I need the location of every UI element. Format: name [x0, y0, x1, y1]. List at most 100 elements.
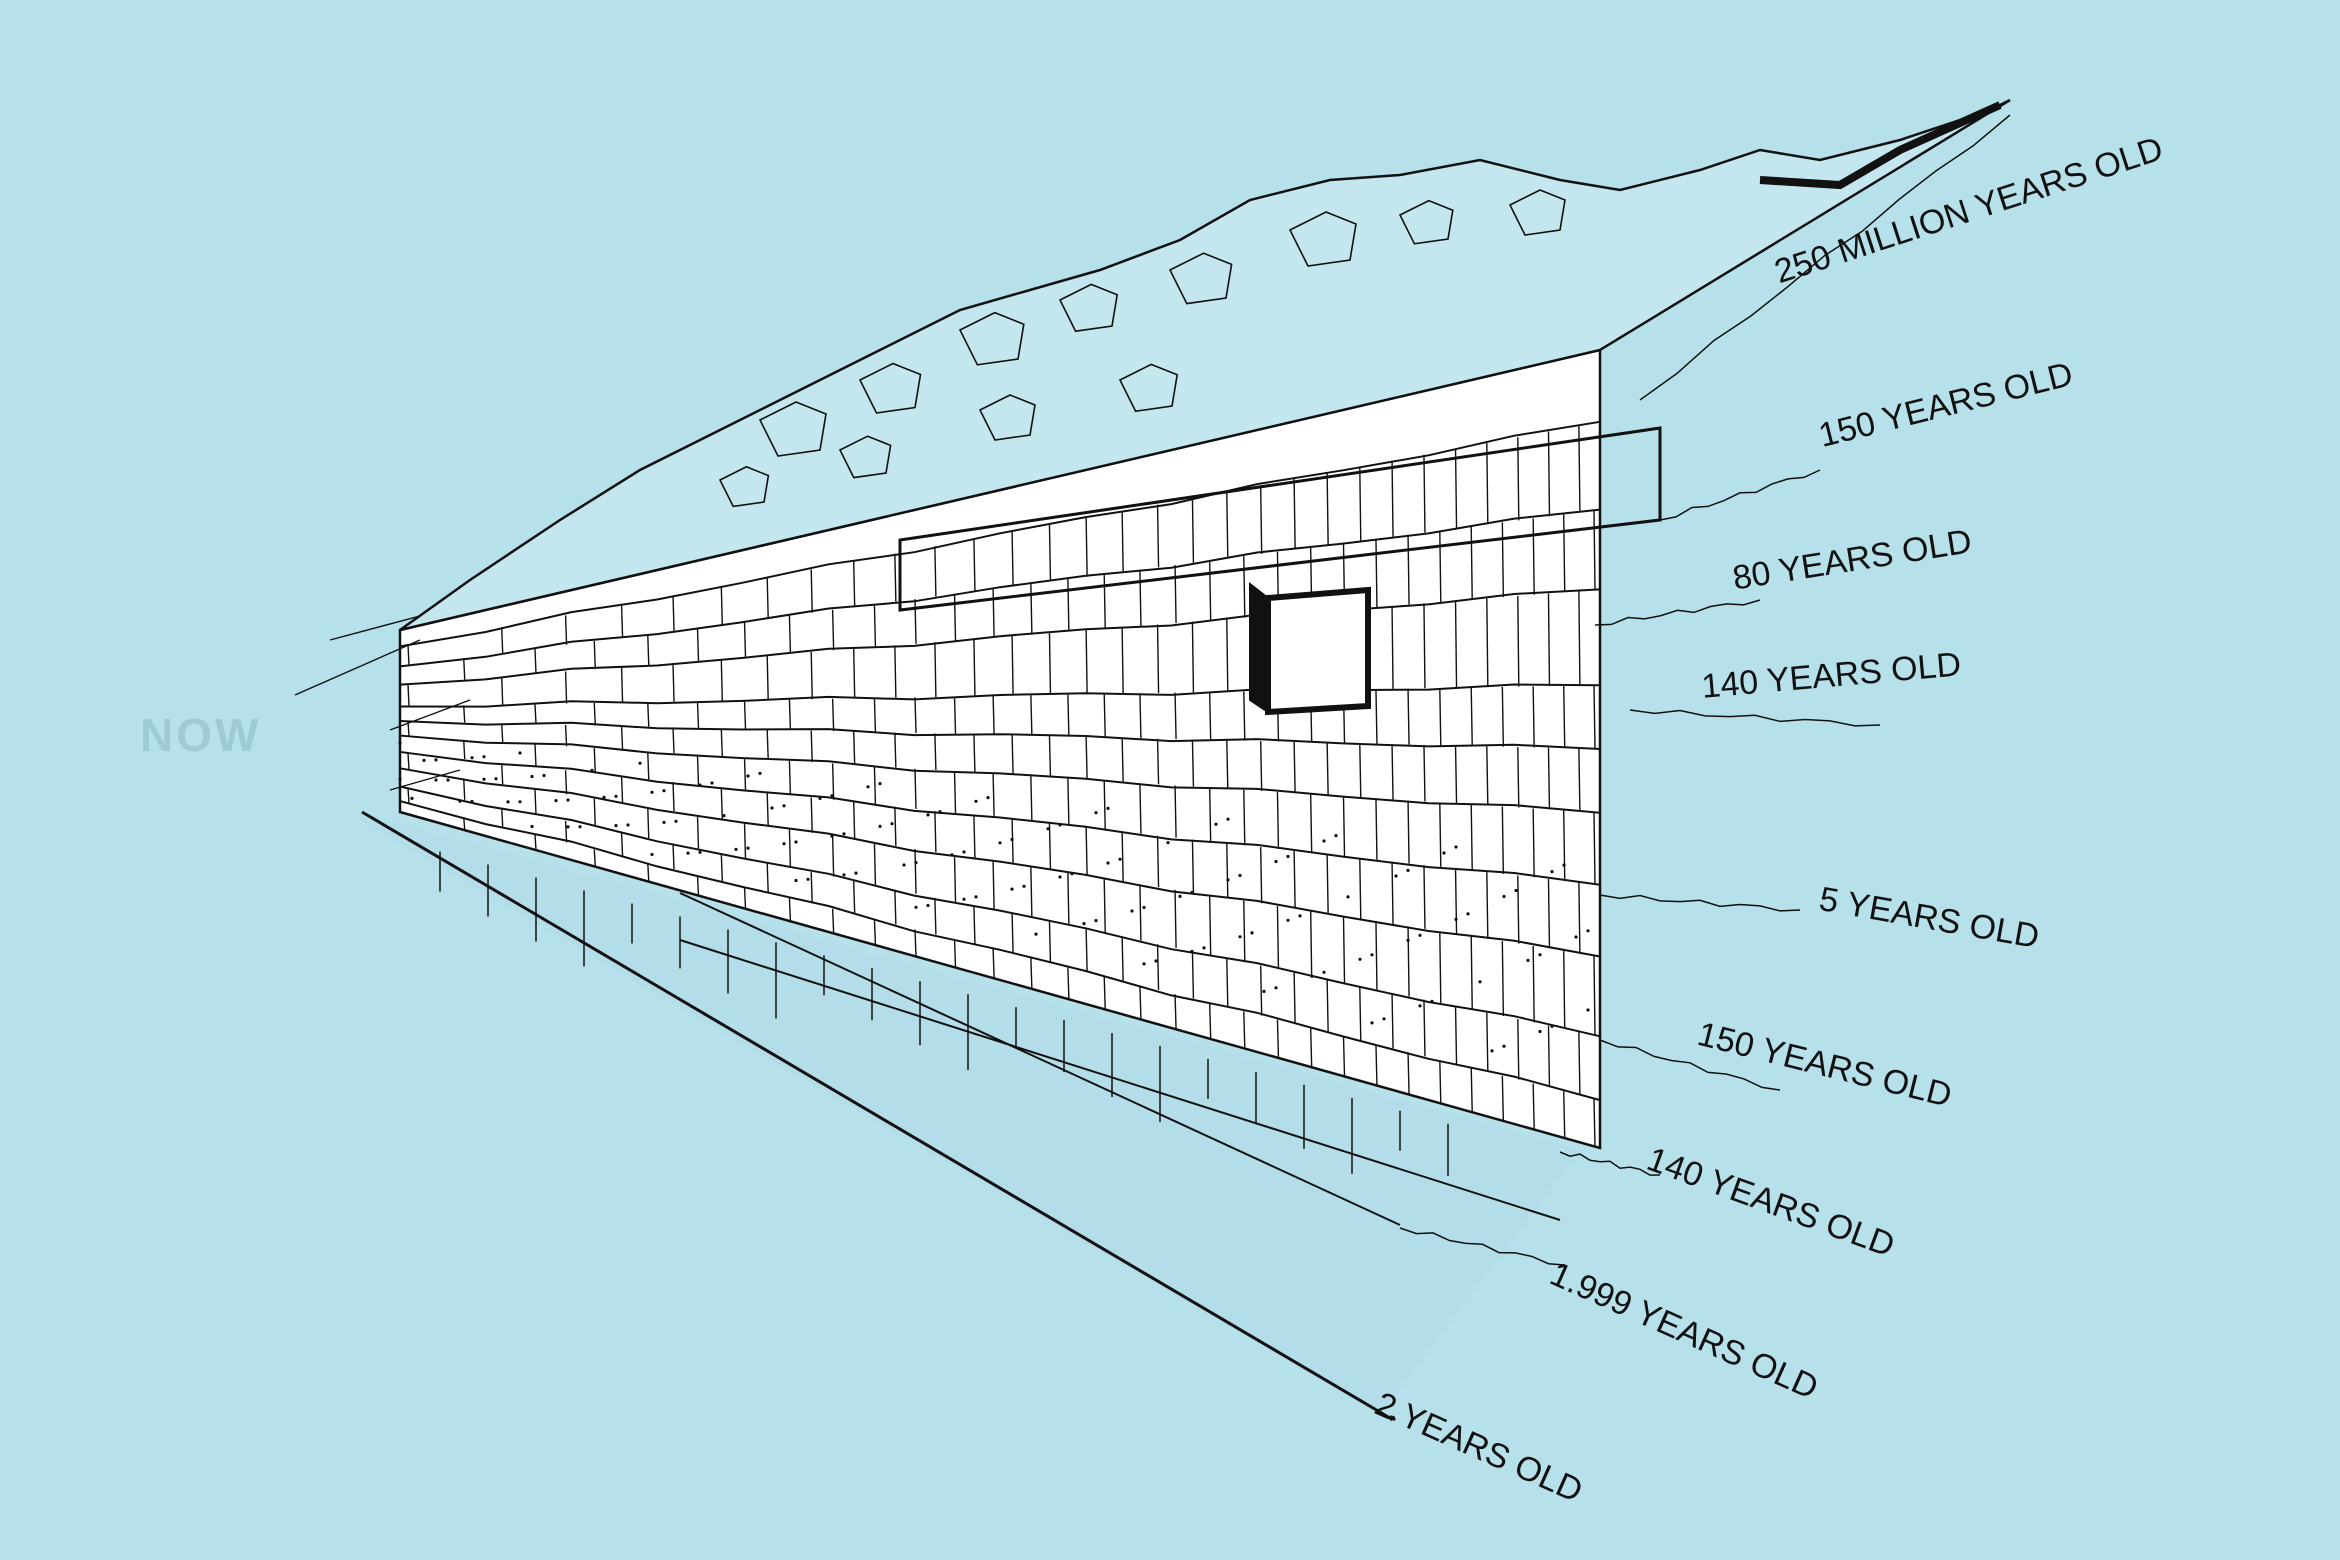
stone-joint	[873, 842, 877, 886]
stone-texture-dot	[1586, 1008, 1590, 1012]
bedrock-top	[399, 98, 2011, 632]
stone-texture-dot	[1478, 980, 1482, 984]
stone-texture-dot	[746, 774, 750, 778]
stone-joint	[1423, 744, 1426, 802]
stone-joint	[534, 704, 537, 725]
stone-joint	[1391, 460, 1394, 537]
stone-joint	[973, 734, 976, 773]
stone-texture-dot	[938, 810, 942, 814]
stone-joint	[593, 640, 596, 670]
stone-joint	[953, 771, 957, 814]
stone-joint	[564, 615, 568, 645]
stone-joint	[953, 593, 957, 641]
stone-texture-dot	[530, 824, 534, 829]
stone-joint	[720, 853, 723, 882]
stone-texture-dot	[410, 796, 414, 801]
stone-joint	[1326, 742, 1329, 796]
stone-joint	[1342, 1036, 1346, 1077]
stone-texture-dot	[926, 813, 930, 817]
stone-joint	[1593, 510, 1596, 590]
stone-texture-dot	[890, 822, 894, 826]
stone-texture-dot	[758, 771, 762, 776]
stone-joint	[1470, 687, 1473, 747]
stone-joint	[1423, 865, 1426, 929]
stone-joint	[1067, 967, 1070, 1000]
stone-texture-dot	[530, 774, 534, 779]
stone-joint	[810, 872, 813, 904]
stone-joint	[407, 683, 410, 707]
bedrock-cell	[1058, 283, 1119, 333]
bedrock-cell	[858, 362, 922, 414]
stone-texture-dot	[770, 806, 774, 810]
stone-joint	[1139, 884, 1142, 941]
stone-joint	[564, 770, 568, 795]
bedrock-cell	[1118, 363, 1179, 413]
stone-texture-dot	[434, 758, 438, 762]
stone-joint	[407, 788, 410, 804]
course-line	[399, 800, 1601, 1102]
stone-joint	[1259, 741, 1263, 792]
bedrock-crest-line	[1759, 101, 2002, 190]
stone-joint	[852, 648, 856, 699]
stone-joint	[873, 766, 877, 805]
stone-texture-dot	[1250, 931, 1254, 935]
stone-joint	[1259, 485, 1263, 554]
stone-joint	[1276, 905, 1280, 970]
stone-joint	[1391, 744, 1394, 800]
stone-texture-dot	[1202, 946, 1206, 950]
stone-joint	[1276, 792, 1280, 849]
stone-joint	[766, 729, 769, 760]
stone-texture-dot	[1118, 857, 1122, 861]
stone-joint	[1407, 1052, 1410, 1095]
stone-texture-dot	[1298, 914, 1302, 918]
course-line	[399, 588, 1601, 686]
stone-joint	[500, 627, 504, 654]
stone-joint	[992, 773, 995, 818]
bedrock-cell	[1508, 189, 1566, 236]
stone-joint	[1085, 929, 1088, 973]
stone-joint	[1243, 1011, 1246, 1049]
stone-joint	[696, 754, 700, 785]
stone-joint	[1156, 835, 1160, 888]
stone-joint	[1439, 530, 1442, 603]
stone-joint	[852, 802, 856, 840]
stone-joint	[1407, 800, 1410, 864]
stone-joint	[672, 843, 675, 870]
stone-joint	[788, 829, 792, 868]
stone-joint	[1578, 591, 1581, 686]
stone-joint	[1208, 1002, 1212, 1039]
stone-joint	[647, 702, 650, 727]
stone-joint	[1423, 999, 1426, 1057]
stone-joint	[1407, 534, 1410, 605]
stone-joint	[1423, 454, 1426, 533]
stone-texture-dot	[1586, 929, 1590, 933]
stone-texture-dot	[1274, 986, 1278, 990]
stone-texture-dot	[686, 851, 690, 855]
stone-joint	[992, 588, 995, 638]
stone-texture-dot	[962, 850, 966, 854]
stone-texture-dot	[482, 777, 486, 781]
stone-joint	[620, 667, 624, 703]
stone-texture-dot	[1190, 949, 1194, 954]
stone-joint	[1517, 875, 1520, 944]
bedrock-cell	[838, 435, 892, 479]
stone-joint	[1067, 873, 1070, 926]
stone-texture-dot	[614, 824, 618, 828]
stone-texture-dot	[1418, 1004, 1422, 1008]
now-label: NOW	[140, 709, 262, 761]
stone-texture-dot	[1502, 1044, 1506, 1048]
stone-texture-dot	[1142, 905, 1146, 910]
stone-texture-dot	[662, 789, 666, 793]
stone-joint	[1359, 743, 1362, 798]
stone-joint	[500, 676, 504, 705]
stone-joint	[1243, 556, 1246, 618]
stone-texture-dot	[1538, 1029, 1542, 1034]
stone-joint	[720, 787, 723, 819]
stone-joint	[1547, 593, 1551, 687]
stone-joint	[1011, 531, 1014, 587]
stone-texture-dot	[1142, 962, 1146, 966]
stone-joint	[953, 696, 957, 734]
stone-joint	[534, 789, 537, 815]
stone-joint	[720, 659, 723, 701]
